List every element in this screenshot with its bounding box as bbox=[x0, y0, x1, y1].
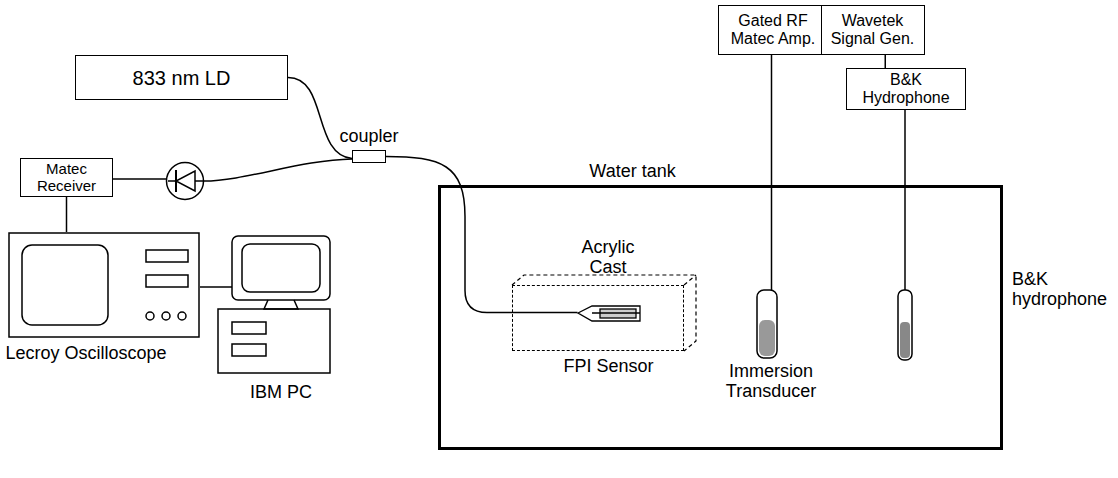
computer-drawing bbox=[218, 236, 330, 373]
optical-fiber bbox=[288, 78, 352, 159]
cable-connector bbox=[905, 110, 906, 290]
optical-fiber bbox=[386, 157, 578, 313]
water-tank: Water tankAcrylic CastFPI SensorImmersio… bbox=[438, 185, 1003, 450]
cable-connector bbox=[771, 55, 772, 290]
node-label: IBM PC bbox=[250, 383, 312, 403]
hydrophone: B&K hydrophone bbox=[898, 290, 912, 360]
cable-connector bbox=[885, 55, 886, 68]
oscilloscope: Lecroy Oscilloscope bbox=[8, 232, 200, 364]
fpi-sensor: FPI Sensor bbox=[578, 304, 640, 322]
node-label: 833 nm LD bbox=[133, 67, 231, 89]
node-label: coupler bbox=[339, 127, 398, 147]
signal-generator-box: Wavetek Signal Gen. bbox=[821, 5, 925, 55]
fpi-sensor-drawing bbox=[578, 306, 640, 321]
receiver-box: Matec Receiver bbox=[20, 158, 113, 197]
connector-line bbox=[386, 157, 578, 313]
laser-diode-box: 833 nm LD bbox=[75, 55, 288, 100]
connector-line bbox=[66, 197, 68, 232]
node-label: Gated RF Matec Amp. bbox=[719, 12, 827, 47]
hydrophone-meter-box: B&K Hydrophone bbox=[846, 68, 966, 110]
signal-wire bbox=[107, 178, 166, 180]
node-label: Matec Receiver bbox=[21, 161, 112, 194]
node-label: FPI Sensor bbox=[563, 357, 653, 377]
node-label: B&K hydrophone bbox=[1012, 270, 1112, 310]
computer: IBM PC bbox=[232, 235, 330, 403]
fiber-line bbox=[204, 159, 352, 181]
transducer-drawing bbox=[757, 290, 777, 358]
node-label: B&K Hydrophone bbox=[847, 71, 965, 106]
fiber-coupler: coupler bbox=[352, 150, 386, 163]
immersion-transducer: Immersion Transducer bbox=[717, 290, 825, 402]
node-label: Wavetek Signal Gen. bbox=[822, 12, 924, 47]
oscilloscope-drawing bbox=[9, 233, 199, 337]
connector-line bbox=[771, 55, 773, 290]
hydrophone-drawing bbox=[898, 290, 912, 360]
photodiode-symbol bbox=[167, 163, 204, 200]
node-label: Lecroy Oscilloscope bbox=[5, 344, 166, 364]
node-label: Acrylic Cast bbox=[568, 238, 648, 278]
connector-line bbox=[200, 286, 232, 288]
cable-connector bbox=[200, 287, 232, 288]
acrylic-cast: Acrylic CastFPI Sensor bbox=[512, 285, 684, 351]
connector-line bbox=[904, 110, 906, 290]
node-label: Immersion Transducer bbox=[717, 362, 825, 402]
connector-line bbox=[885, 55, 887, 68]
amplifier-box: Gated RF Matec Amp. bbox=[718, 5, 828, 55]
cable-connector bbox=[66, 197, 67, 232]
connector-line bbox=[288, 78, 352, 159]
node-label: Water tank bbox=[589, 162, 675, 182]
